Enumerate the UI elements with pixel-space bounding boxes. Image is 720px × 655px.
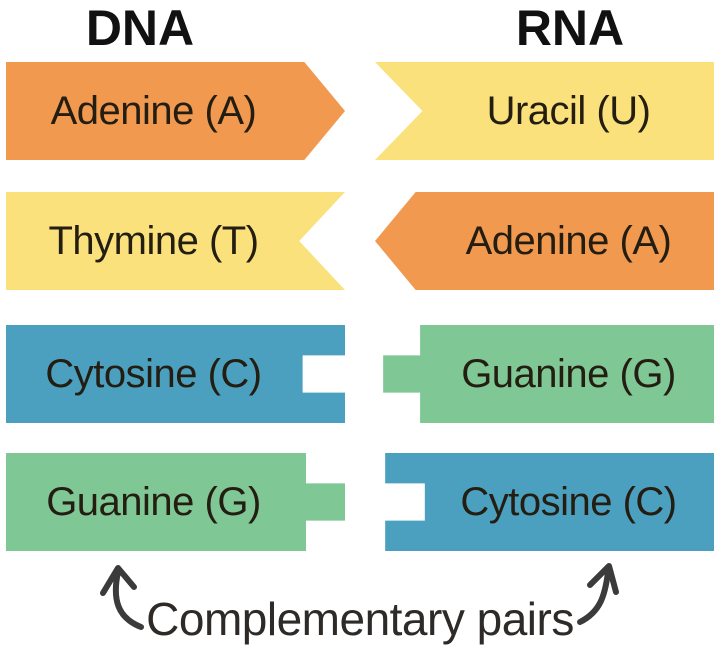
dna-guanine-puzzle-shape: Guanine (G) [6, 453, 345, 551]
base-label-guanine-dna: Guanine (G) [46, 479, 261, 524]
dna-heading: DNA [85, 0, 195, 56]
base-label-thymine-dna: Thymine (T) [48, 218, 259, 263]
base-label-cytosine-rna: Cytosine (C) [460, 479, 677, 524]
rna-guanine-puzzle-shape: Guanine (G) [383, 325, 714, 423]
base-label-uracil-rna: Uracil (U) [486, 88, 651, 133]
rna-cytosine-puzzle-shape: Cytosine (C) [385, 453, 714, 551]
base-label-adenine-dna: Adenine (A) [50, 88, 257, 133]
column-header-rna: RNA [430, 0, 710, 56]
rna-heading: RNA [515, 0, 625, 56]
base-label-cytosine-dna: Cytosine (C) [45, 351, 262, 396]
dna-thymine-chevron-shape: Thymine (T) [6, 192, 345, 290]
column-header-dna: DNA [0, 0, 280, 56]
caption-complementary-pairs: Complementary pairs [146, 593, 574, 645]
rna-adenine-arrow-shape: Adenine (A) [375, 192, 714, 290]
dna-cytosine-puzzle-shape: Cytosine (C) [6, 325, 345, 423]
rna-uracil-chevron-shape: Uracil (U) [375, 62, 714, 160]
dna-adenine-arrow-shape: Adenine (A) [6, 62, 345, 160]
base-label-guanine-rna: Guanine (G) [461, 351, 676, 396]
base-label-adenine-rna: Adenine (A) [465, 218, 672, 263]
